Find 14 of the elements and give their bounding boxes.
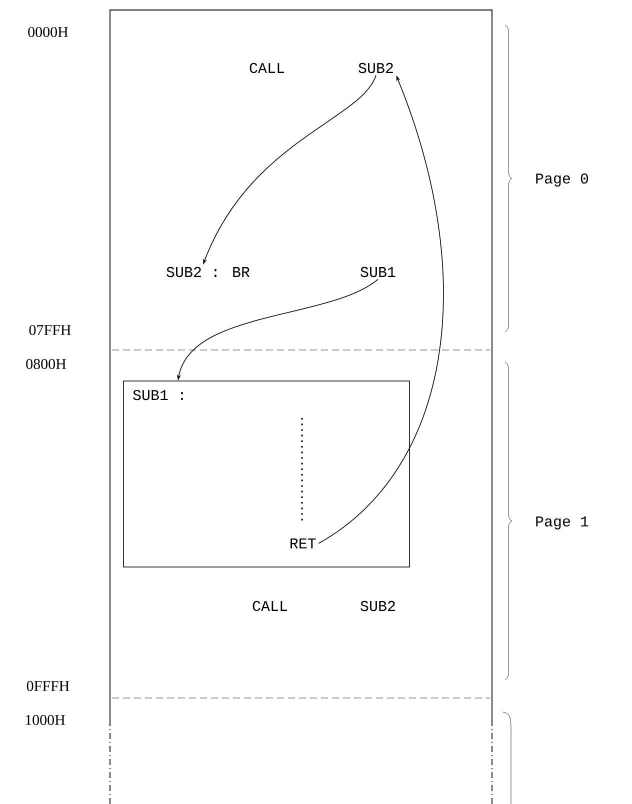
page-label: Page 0	[536, 173, 588, 187]
page-label: Page 1	[536, 516, 588, 530]
address-label: 0FFFH	[26, 680, 70, 692]
code-text: SUB1	[360, 266, 396, 278]
address-label: 0800H	[26, 358, 66, 370]
code-text: CALL	[250, 62, 284, 74]
code-text: SUB2 : BR	[166, 266, 250, 278]
address-label: 0000H	[28, 26, 68, 38]
code-text: CALL	[252, 600, 288, 612]
code-text: SUB2	[360, 600, 395, 612]
code-text: SUB2	[358, 62, 393, 74]
address-label: 07FFH	[29, 324, 71, 336]
address-label: 1000H	[26, 714, 65, 726]
code-text: RET	[290, 538, 316, 548]
